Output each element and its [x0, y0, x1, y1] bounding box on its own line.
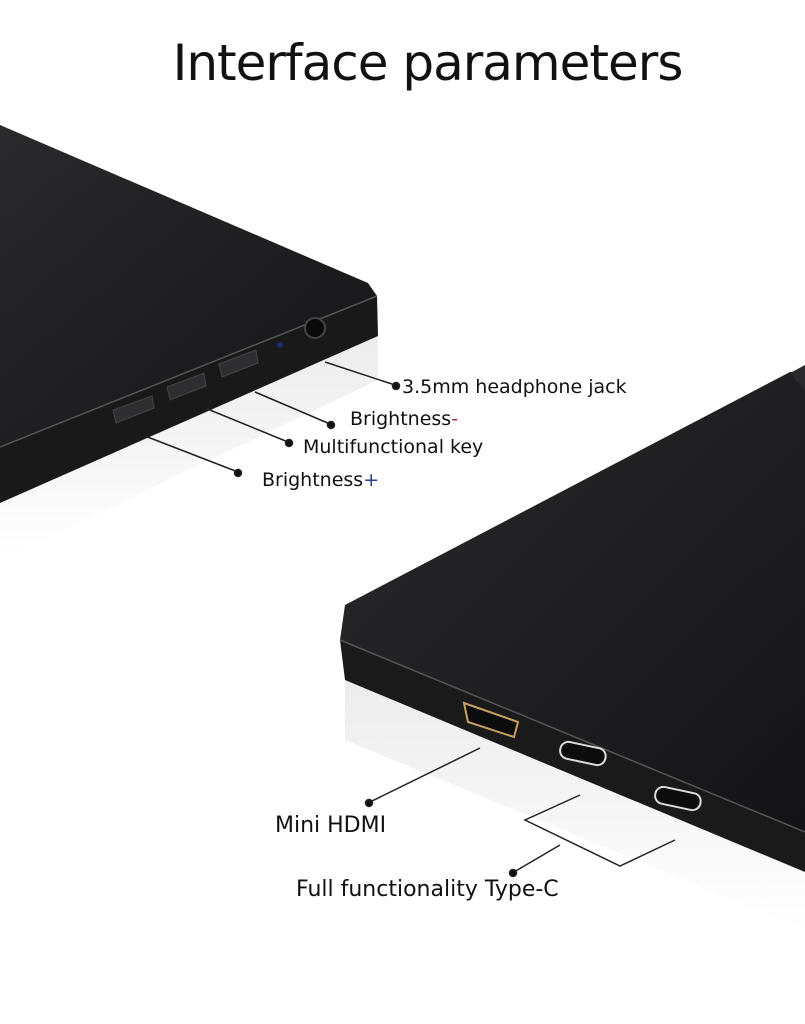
label-text: Brightness	[262, 469, 364, 491]
minus-sign: -	[451, 408, 459, 430]
brightness-minus-button	[218, 349, 259, 378]
page-title: Interface parameters	[172, 34, 684, 92]
type-c-port-2	[654, 785, 702, 812]
indicator-led	[277, 342, 283, 348]
brightness-plus-button	[112, 395, 155, 424]
leader-lines	[144, 361, 676, 878]
label-brightness-plus: Brightness+	[262, 469, 379, 491]
label-text: Brightness	[350, 408, 452, 430]
label-type-c: Full functionality Type-C	[296, 877, 559, 902]
label-multifunctional-key: Multifunctional key	[303, 436, 484, 458]
label-headphone-jack: 3.5mm headphone jack	[402, 376, 627, 398]
plus-sign: +	[363, 469, 380, 491]
type-c-port-1	[559, 740, 607, 767]
monitor-top-view	[0, 125, 378, 560]
label-mini-hdmi: Mini HDMI	[275, 813, 387, 838]
headphone-jack	[304, 317, 326, 339]
monitor-side-view	[339, 365, 805, 930]
mini-hdmi-port	[462, 701, 520, 739]
label-brightness-minus: Brightness-	[350, 408, 458, 430]
multifunction-button	[166, 372, 207, 401]
